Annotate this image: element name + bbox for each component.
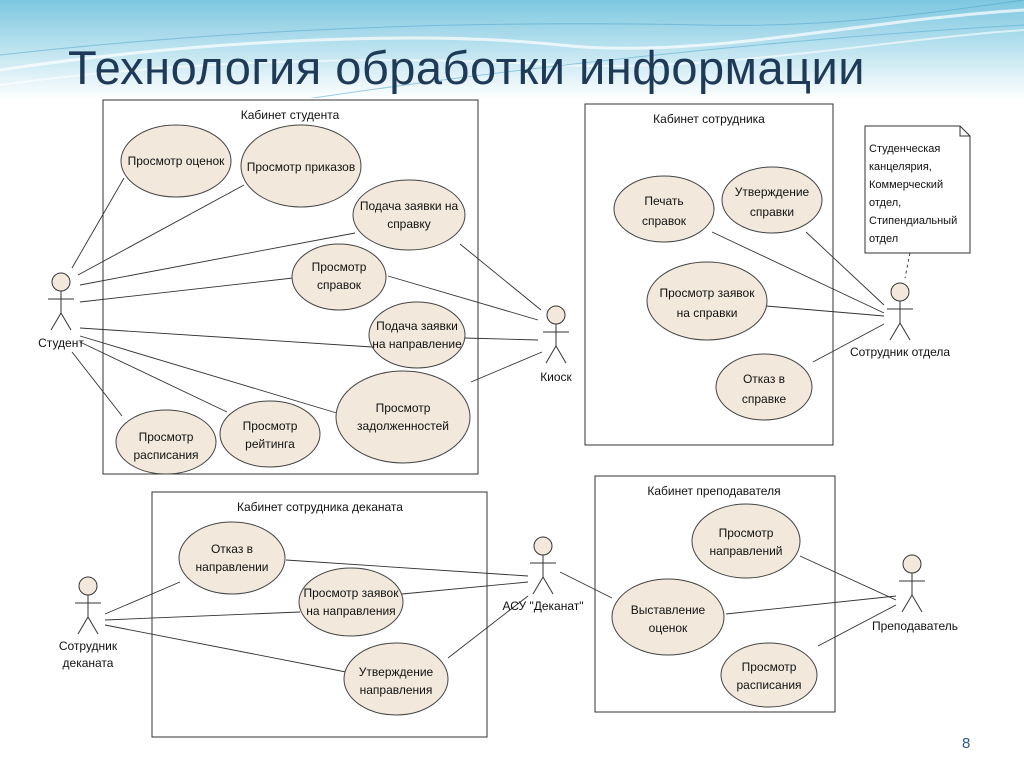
assoc-kiosk-direction-request	[463, 337, 539, 341]
actor-asu: АСУ "Деканат"	[502, 536, 584, 613]
slide-number: 8	[962, 735, 971, 752]
actor-kiosk-label: Киоск	[540, 370, 572, 384]
assoc-student-rating	[79, 341, 228, 413]
assoc-asu-grading	[559, 571, 613, 599]
assoc-dept-approve-certs	[805, 231, 885, 306]
assoc-kiosk-certs-view	[387, 275, 539, 321]
actor-teacher: Преподаватель	[872, 554, 958, 633]
assoc-dean-approve-direction	[104, 624, 347, 673]
assoc-asu-reject-direction	[285, 559, 529, 577]
boundary-student-label: Кабинет студента	[241, 108, 340, 122]
assoc-dean-view-direction-requests	[104, 611, 301, 621]
assoc-student-certs-view	[79, 277, 294, 303]
assoc-dept-view-requests	[765, 305, 885, 317]
assoc-student-direction-request	[79, 327, 373, 348]
usecase-orders: Просмотр приказов	[240, 124, 362, 208]
assoc-teacher-schedule	[817, 604, 897, 647]
svg-text:Просмотр приказов: Просмотр приказов	[247, 160, 355, 174]
actor-dept-employee-label: Сотрудник отдела	[850, 345, 950, 359]
actor-kiosk: Киоск	[540, 305, 573, 384]
assoc-student-debts	[79, 335, 341, 415]
assoc-dean-reject-direction	[104, 581, 181, 615]
boundary-teacher-label: Кабинет преподавателя	[647, 484, 780, 498]
actor-teacher-label: Преподаватель	[872, 619, 958, 633]
boundary-teacher: Кабинет преподавателя	[594, 475, 836, 713]
associations	[71, 177, 911, 673]
assoc-kiosk-debts	[470, 351, 543, 383]
svg-text:Просмотр оценок: Просмотр оценок	[128, 154, 226, 168]
boundary-employee-label: Кабинет сотрудника	[653, 112, 765, 126]
actor-student-label: Студент	[38, 336, 84, 350]
actor-student: Студент	[38, 272, 84, 350]
actor-dept-employee: Сотрудник отдела	[850, 282, 950, 359]
assoc-student-cert-request	[79, 232, 356, 286]
note-text: Студенческая канцелярия, Коммерческий от…	[869, 143, 960, 245]
assoc-kiosk-cert-request	[459, 243, 542, 311]
boundary-dean-employee-label: Кабинет сотрудника деканата	[237, 500, 403, 514]
assoc-student-grades	[71, 177, 125, 269]
page-title: Технология обработки информации	[68, 41, 866, 94]
assoc-dept-reject-cert	[812, 323, 885, 363]
boundary-employee: Кабинет сотрудника	[584, 103, 834, 446]
header-decoration	[0, 0, 1024, 100]
assoc-student-orders	[77, 184, 245, 276]
boundary-student: Кабинет студента	[102, 99, 479, 475]
note-departments: Студенческая канцелярия, Коммерческий от…	[864, 125, 971, 254]
actor-asu-label: АСУ "Деканат"	[502, 599, 583, 613]
usecase-grades: Просмотр оценок	[120, 124, 232, 198]
assoc-student-schedule	[71, 351, 123, 417]
assoc-teacher-view-directions	[799, 555, 897, 601]
boundary-dean-employee: Кабинет сотрудника деканата	[151, 491, 488, 738]
assoc-asu-view-direction-requests	[401, 581, 529, 595]
assoc-teacher-grading	[725, 595, 897, 615]
note-link	[904, 252, 911, 279]
assoc-dept-print-certs	[711, 231, 885, 314]
assoc-asu-approve-direction	[447, 595, 529, 659]
